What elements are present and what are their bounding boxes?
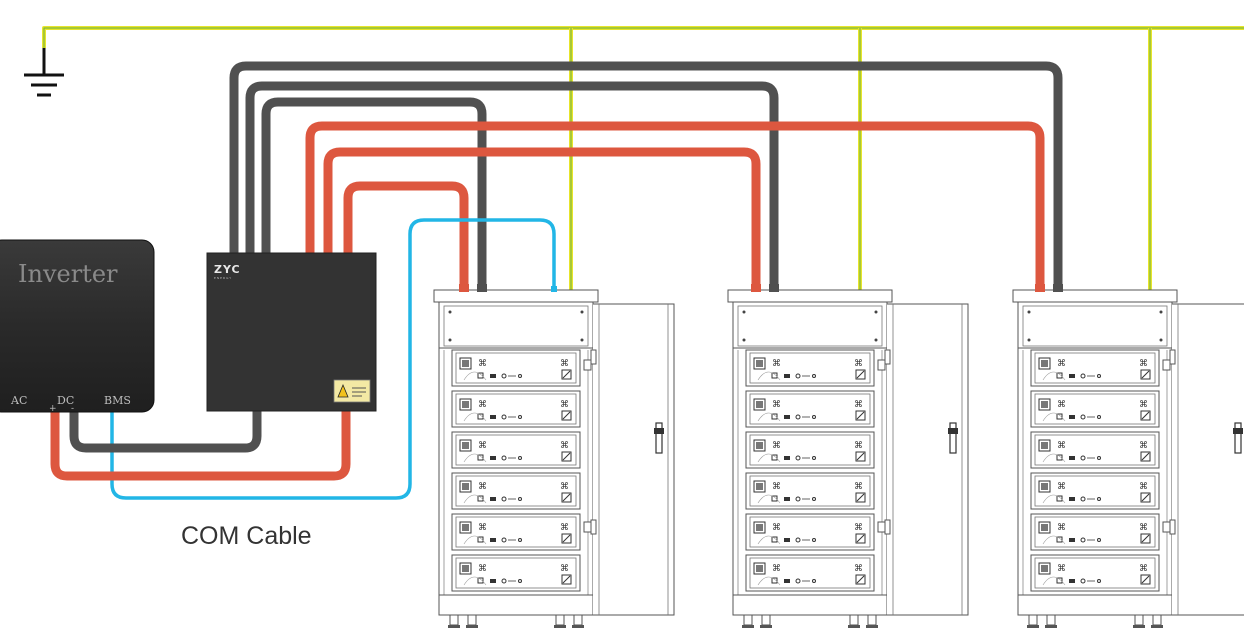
inverter-port-bms: BMS [104, 394, 131, 407]
inverter-title: Inverter [18, 260, 118, 288]
cabinet-cable-entries [459, 284, 1063, 292]
positive-cables [305, 121, 1045, 292]
positive-cable-3 [305, 121, 1045, 292]
ground-bus [42, 26, 1244, 48]
battery-cabinet-2 [728, 290, 968, 628]
negative-cable-2 [245, 81, 779, 292]
combiner-brand: ZYC [214, 263, 241, 276]
com-cable-label: COM Cable [181, 522, 312, 550]
dc-positive-cable [50, 408, 351, 481]
negative-cable-3 [229, 61, 1063, 292]
positive-cable-1 [343, 181, 469, 292]
negative-cables [229, 61, 1063, 292]
battery-cabinet-1 [434, 290, 674, 628]
warning-label-icon [333, 379, 371, 403]
inverter-port-ac: AC [10, 394, 27, 407]
inverter-port-dc: DC [57, 394, 74, 407]
inverter-dc-positive: + [49, 404, 57, 414]
ground-symbol-icon [24, 48, 64, 97]
combiner-box: ZYC ENERGY [206, 252, 377, 412]
dc-cables [50, 408, 351, 481]
combiner-brand-sub: ENERGY [214, 276, 232, 280]
inverter: Inverter AC DC + - BMS [0, 239, 155, 414]
positive-cable-2 [323, 147, 761, 292]
inverter-dc-negative: - [71, 404, 74, 414]
dc-negative-cable [69, 408, 262, 453]
negative-cable-1 [261, 97, 487, 292]
battery-cabinet-3 [1013, 290, 1244, 628]
ground-wires [42, 26, 1244, 290]
com-cable [110, 218, 556, 500]
